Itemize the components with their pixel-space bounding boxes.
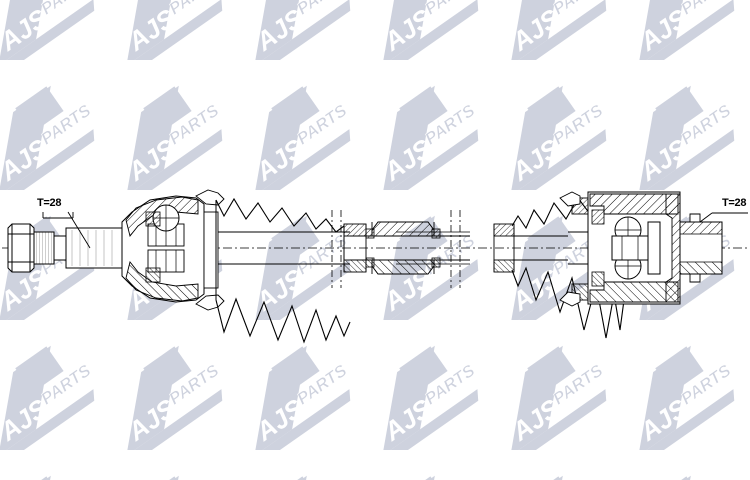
splined-stub-shaft-right [679, 213, 723, 283]
spline-count-label-left: T=28 [37, 197, 62, 209]
shoulder-left [53, 235, 67, 261]
splined-stub-shaft-left [65, 227, 123, 269]
threaded-stub-left [33, 231, 55, 265]
outer-cv-joint-left [121, 195, 219, 303]
leader-line-right [699, 212, 748, 223]
boot-clamp-large-right [559, 191, 589, 307]
break-line-right [450, 210, 461, 288]
break-line-left [331, 210, 342, 288]
vibration-damper [365, 221, 441, 275]
spline-count-label-right: T=28 [722, 197, 747, 209]
rubber-bellows-boot-left [215, 197, 351, 344]
hex-nut-left [7, 223, 35, 273]
inner-tripod-joint-right [587, 191, 681, 305]
boot-clamp-small-right [493, 223, 515, 273]
leader-line-left [42, 211, 91, 249]
